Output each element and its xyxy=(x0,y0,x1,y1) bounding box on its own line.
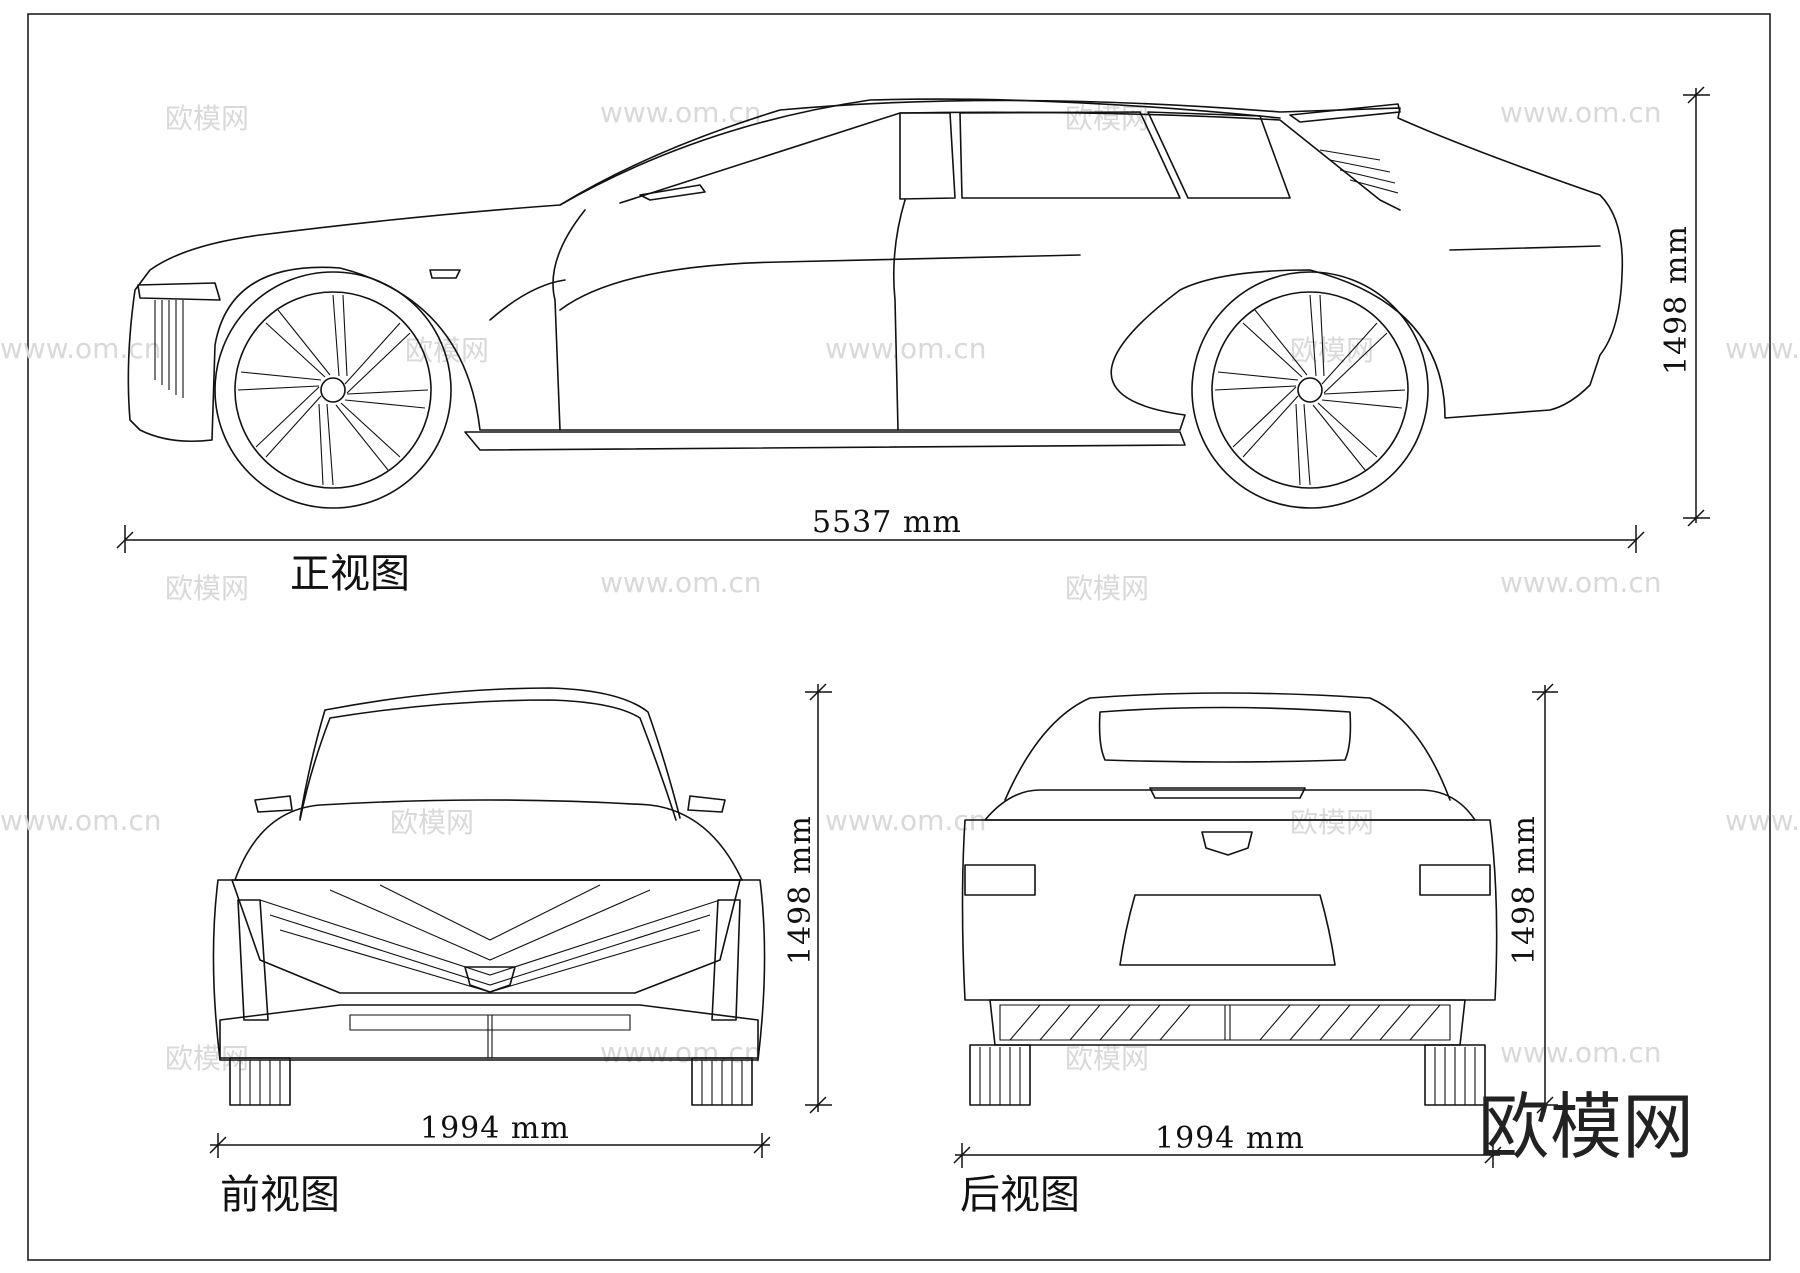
rear-width-label: 1994 mm xyxy=(1155,1121,1305,1156)
watermark-url: www.om.cn xyxy=(825,332,986,365)
watermark-url: www.om.cn xyxy=(1500,566,1661,599)
rear-wheel xyxy=(1191,271,1429,509)
watermark-url: www.om.cn xyxy=(600,1036,761,1069)
front-width-label: 1994 mm xyxy=(420,1111,570,1146)
side-rear-window xyxy=(1147,111,1291,199)
rear-height-label: 1498 mm xyxy=(1507,815,1542,965)
front-roof xyxy=(299,687,681,819)
rear-badge xyxy=(1201,831,1253,856)
side-length-label: 5537 mm xyxy=(812,505,962,540)
front-grille xyxy=(231,879,741,994)
rear-tire-tread xyxy=(979,1047,1476,1105)
rear-diffuser xyxy=(999,1004,1451,1041)
rear-window xyxy=(1098,706,1352,763)
rear-view-caption: 后视图 xyxy=(960,1172,1080,1218)
side-rear-lamp xyxy=(1449,245,1601,251)
rear-diffuser-hatch xyxy=(1009,1004,1441,1041)
side-height-dimension xyxy=(1683,86,1710,527)
side-height-label: 1498 mm xyxy=(1659,225,1694,375)
rear-taillight-right xyxy=(1419,864,1491,896)
watermark-cn: 欧模网 xyxy=(1290,334,1374,367)
watermark-cn: 欧模网 xyxy=(1065,102,1149,135)
front-view-caption: 前视图 xyxy=(220,1172,340,1218)
watermark-url: www.om.cn xyxy=(1500,96,1661,129)
side-rear-vents xyxy=(1319,149,1399,194)
rear-tire-left xyxy=(969,1044,1031,1106)
watermark-cn: 欧模网 xyxy=(165,572,249,605)
side-mid-window xyxy=(959,111,1181,199)
front-height-label: 1498 mm xyxy=(783,815,818,965)
side-spoiler xyxy=(1289,103,1401,123)
rear-roof xyxy=(1004,692,1451,801)
front-tire-right xyxy=(691,1057,753,1106)
watermark-layer: 欧模网 www.om.cn 欧模网 www.om.cn www.om.cn 欧模… xyxy=(0,96,1800,1075)
front-width-dimension xyxy=(209,1133,771,1158)
watermark-url: www.om.cn xyxy=(1500,1036,1661,1069)
front-tire-left xyxy=(229,1057,291,1106)
side-character-line xyxy=(489,279,566,321)
side-body-line xyxy=(559,254,1081,311)
front-bumper-slot xyxy=(349,1014,631,1058)
side-door-divider xyxy=(892,199,906,431)
front-grille-chevrons xyxy=(259,884,721,993)
front-wheel xyxy=(214,271,452,509)
watermark-url: www.om.cn xyxy=(600,96,761,129)
side-length-dimension xyxy=(116,525,1645,553)
rear-width-dimension xyxy=(953,1143,1502,1168)
side-door-front xyxy=(552,209,586,431)
front-mirror-right xyxy=(687,795,726,813)
watermark-cn: 欧模网 xyxy=(165,102,249,135)
side-body-outline xyxy=(127,99,1624,443)
rear-body xyxy=(961,819,1498,1001)
watermark-url: www.om.cn xyxy=(1725,332,1800,365)
side-sill xyxy=(464,431,1186,451)
rear-tire-right xyxy=(1424,1044,1486,1106)
rear-view: 1994 mm 1498 mm 后视图 xyxy=(953,683,1558,1218)
rear-plate-recess xyxy=(1119,894,1336,966)
watermark-url: www.om.cn xyxy=(825,804,986,837)
front-headlight-left xyxy=(237,899,269,1021)
front-tire-tread xyxy=(239,1060,743,1105)
brand-logo: 欧模网 xyxy=(1478,1085,1694,1169)
side-front-window xyxy=(899,112,956,200)
watermark-cn: 欧模网 xyxy=(1065,572,1149,605)
watermark-cn: 欧模网 xyxy=(1290,806,1374,839)
watermark-url: www.om.cn xyxy=(1725,804,1800,837)
watermark-cn: 欧模网 xyxy=(1065,1042,1149,1075)
side-view-caption: 正视图 xyxy=(290,551,410,597)
watermark-url: www.om.cn xyxy=(0,332,161,365)
side-view: 5537 mm 1498 mm 正视图 xyxy=(116,86,1710,597)
side-mirror xyxy=(639,184,706,201)
sheet-border xyxy=(27,13,1771,1261)
front-view: 1994 mm 1498 mm 前视图 xyxy=(209,683,832,1218)
rear-taillight-left xyxy=(964,864,1036,896)
front-badge xyxy=(464,966,516,993)
side-headlight xyxy=(137,282,221,301)
front-body xyxy=(212,879,766,1061)
rear-bumper xyxy=(989,999,1466,1046)
side-roofline xyxy=(559,98,1281,206)
front-hood xyxy=(234,799,743,881)
watermark-url: www.om.cn xyxy=(600,566,761,599)
front-height-dimension xyxy=(805,683,832,1114)
watermark-cn: 欧模网 xyxy=(390,806,474,839)
side-front-vents xyxy=(154,300,184,398)
rear-third-brake xyxy=(1149,787,1306,799)
front-mirror-left xyxy=(254,795,293,813)
front-headlight-right xyxy=(711,899,741,1021)
rear-height-dimension xyxy=(1532,683,1558,1114)
front-windshield xyxy=(299,699,677,821)
watermark-url: www.om.cn xyxy=(0,804,161,837)
side-front-lamp xyxy=(429,269,461,279)
front-bumper xyxy=(219,1004,759,1059)
rear-upper-body xyxy=(984,789,1476,821)
